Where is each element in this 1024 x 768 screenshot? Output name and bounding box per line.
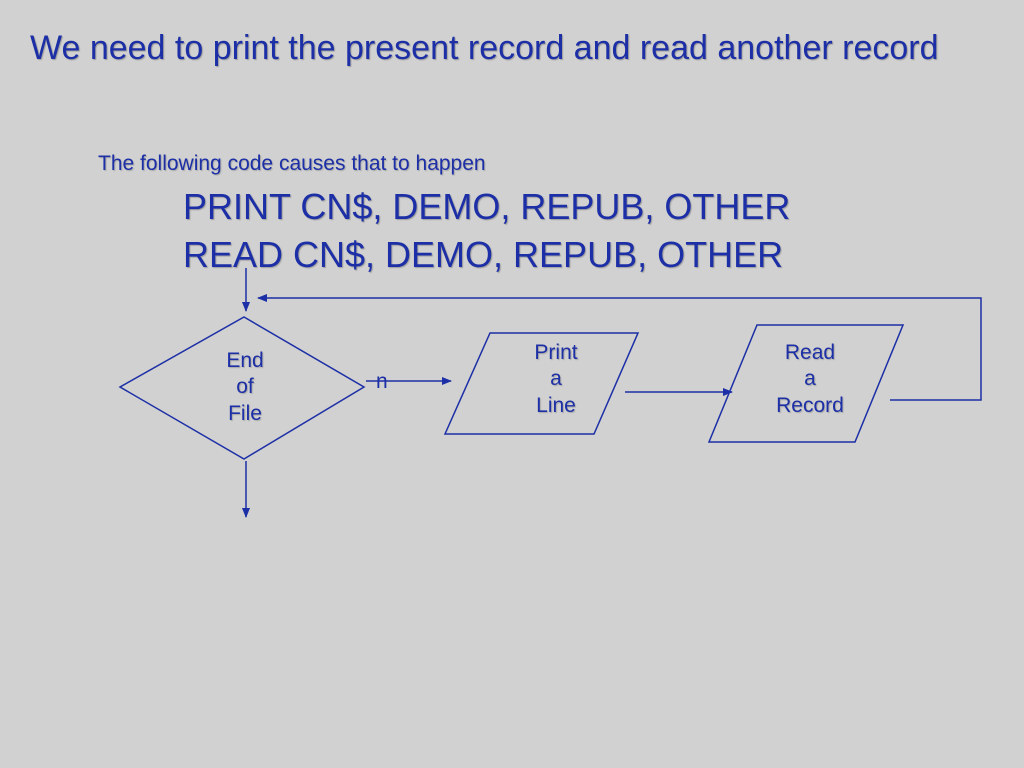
print-line-label: Print a Line: [534, 341, 578, 417]
slide-subtitle: The following code causes that to happen: [98, 152, 486, 175]
slide-title: We need to print the present record and …: [30, 29, 939, 67]
no-branch-label: n: [376, 370, 388, 393]
read-record-shape: [707, 324, 905, 443]
read-record-label: Read a Record: [776, 341, 844, 417]
loop-back-arrow: [257, 294, 982, 401]
code-line-read: READ CN$, DEMO, REPUB, OTHER: [183, 234, 784, 275]
code-line-print: PRINT CN$, DEMO, REPUB, OTHER: [183, 186, 791, 227]
end-of-file-label: End of File: [226, 349, 264, 425]
end-of-file-decision-shape: [118, 316, 366, 460]
print-line-shape: [443, 332, 640, 435]
